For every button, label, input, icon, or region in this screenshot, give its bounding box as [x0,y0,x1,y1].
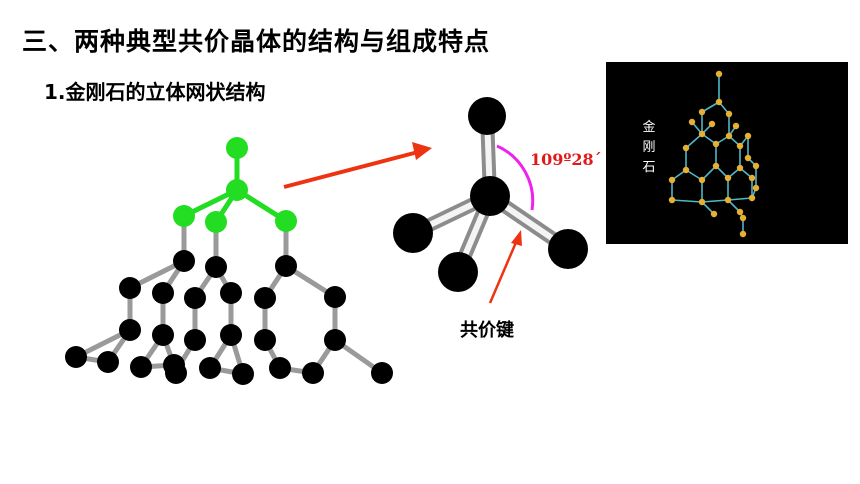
lattice-atoms [65,250,393,385]
highlight-atoms [173,137,297,233]
diamond-model-image: 金刚石 [606,62,848,244]
slide-title: 三、两种典型共价晶体的结构与组成特点 [22,27,491,56]
diamond-model-lattice [668,70,760,238]
section-subtitle: 1.金刚石的立体网状结构 [44,80,266,104]
highlight-to-lattice-bonds [181,213,289,270]
bond-angle-arc [496,144,535,211]
bond-pointer-arrow [488,230,522,304]
covalent-bond-label: 共价键 [460,320,514,341]
tetrahedron-atoms [393,97,588,292]
bond-angle-label: 109º28´ [530,150,602,169]
pointer-arrow [283,142,432,189]
diamond-model-label: 金刚石 [642,120,656,175]
lattice-bonds [73,258,385,377]
